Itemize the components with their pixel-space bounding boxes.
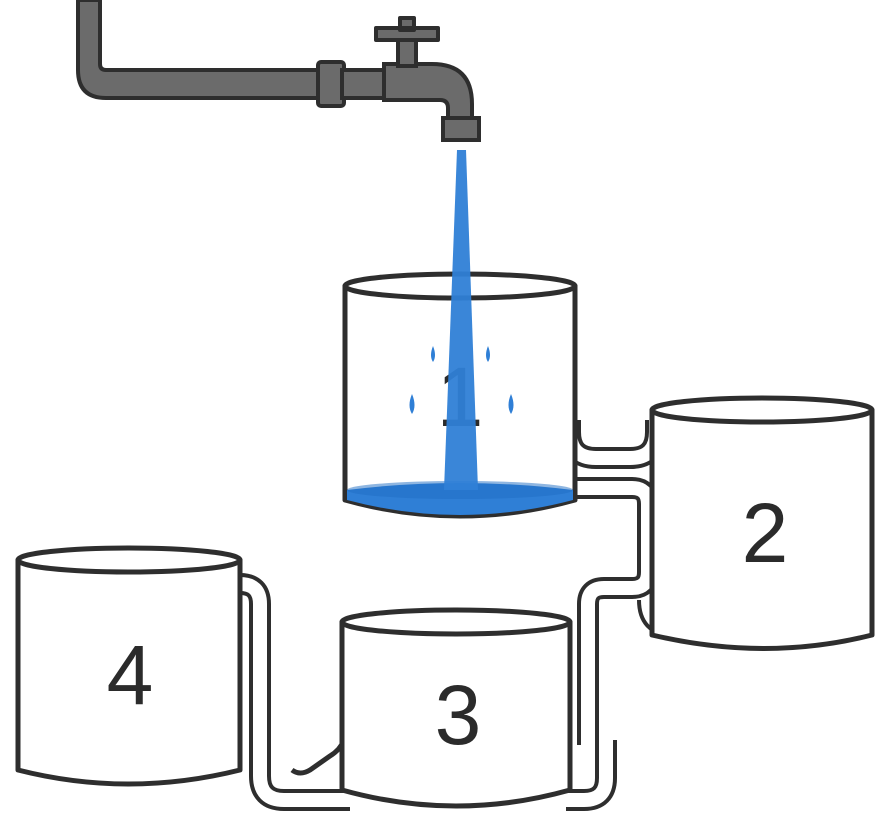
faucet-handle	[374, 16, 440, 42]
water-stream-icon	[444, 150, 478, 490]
faucet-valve-stem	[396, 36, 418, 68]
faucet-spout	[441, 116, 481, 142]
droplet-icon	[508, 394, 514, 414]
faucet-icon	[76, 0, 481, 142]
tube-inner-loop-left	[290, 738, 347, 776]
droplets	[409, 346, 514, 414]
container-2: 2	[649, 395, 875, 651]
droplet-icon	[431, 346, 435, 362]
container-4-label: 4	[107, 628, 154, 722]
container-4: 4	[15, 545, 243, 787]
container-3-rim	[339, 607, 573, 637]
faucet-body	[382, 62, 474, 124]
container-3: 3	[339, 607, 573, 809]
supply-pipe	[76, 0, 332, 100]
container-2-body	[649, 407, 875, 651]
droplet-icon	[409, 394, 415, 414]
container-2-label: 2	[742, 486, 789, 580]
container-4-body	[15, 557, 243, 787]
container-3-body	[339, 619, 573, 809]
droplet-icon	[486, 346, 490, 362]
container-3-label: 3	[435, 668, 482, 762]
container-4-rim	[15, 545, 243, 575]
container-2-rim	[649, 395, 875, 425]
